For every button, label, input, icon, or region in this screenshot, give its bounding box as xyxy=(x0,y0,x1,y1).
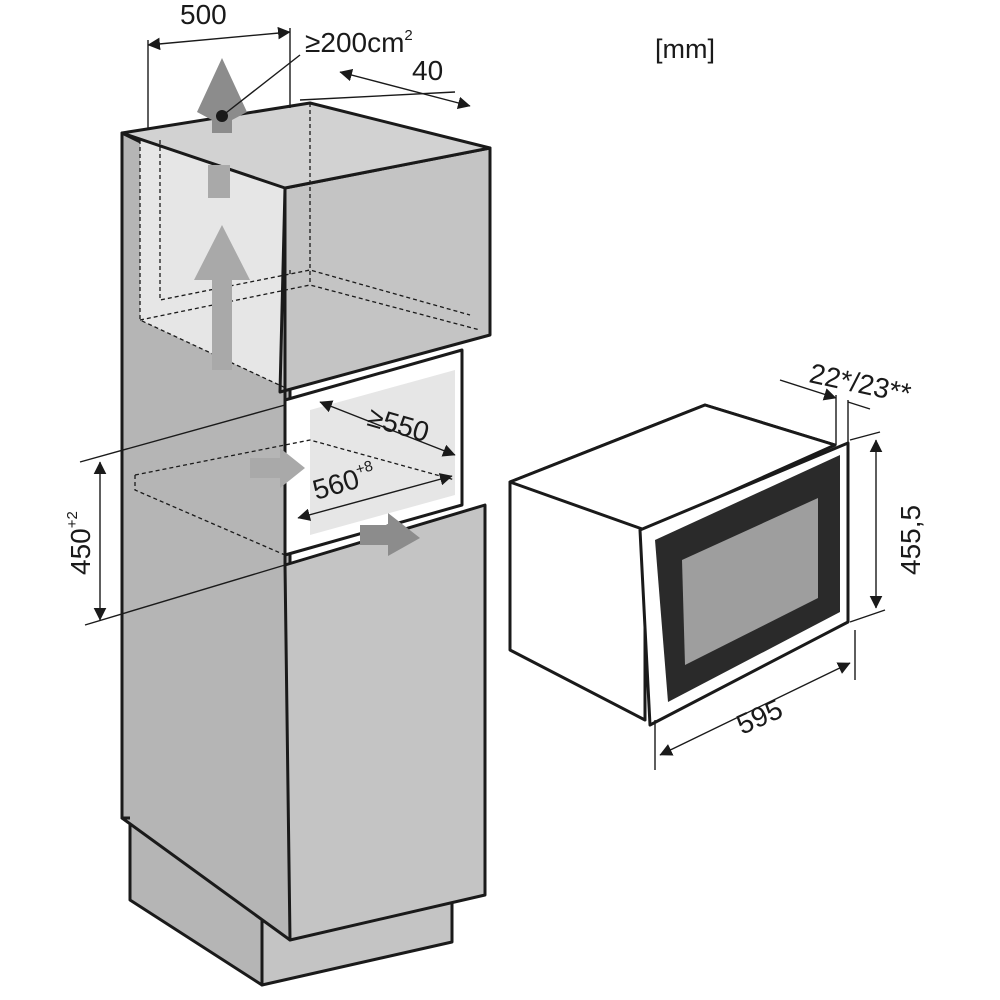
vent-area-label: ≥200cm2 xyxy=(305,27,413,58)
cabinet-lower-door xyxy=(283,503,487,942)
appliance-window xyxy=(682,498,818,665)
front-depth-label: 22*/23** xyxy=(807,358,914,410)
rear-gap-40-label: 40 xyxy=(412,55,443,86)
units-label: [mm] xyxy=(655,34,715,64)
tall-cabinet xyxy=(120,54,492,987)
niche-height-450-label: 450+2 xyxy=(64,511,96,575)
microwave-appliance xyxy=(508,403,850,727)
hidden-edges xyxy=(134,103,481,556)
width-500-label: 500 xyxy=(180,0,227,30)
appliance-body-top xyxy=(508,403,837,532)
appliance-height-label: 455,5 xyxy=(895,505,926,575)
airflow-arrows xyxy=(194,58,420,556)
appliance-width-label: 595 xyxy=(732,693,787,740)
